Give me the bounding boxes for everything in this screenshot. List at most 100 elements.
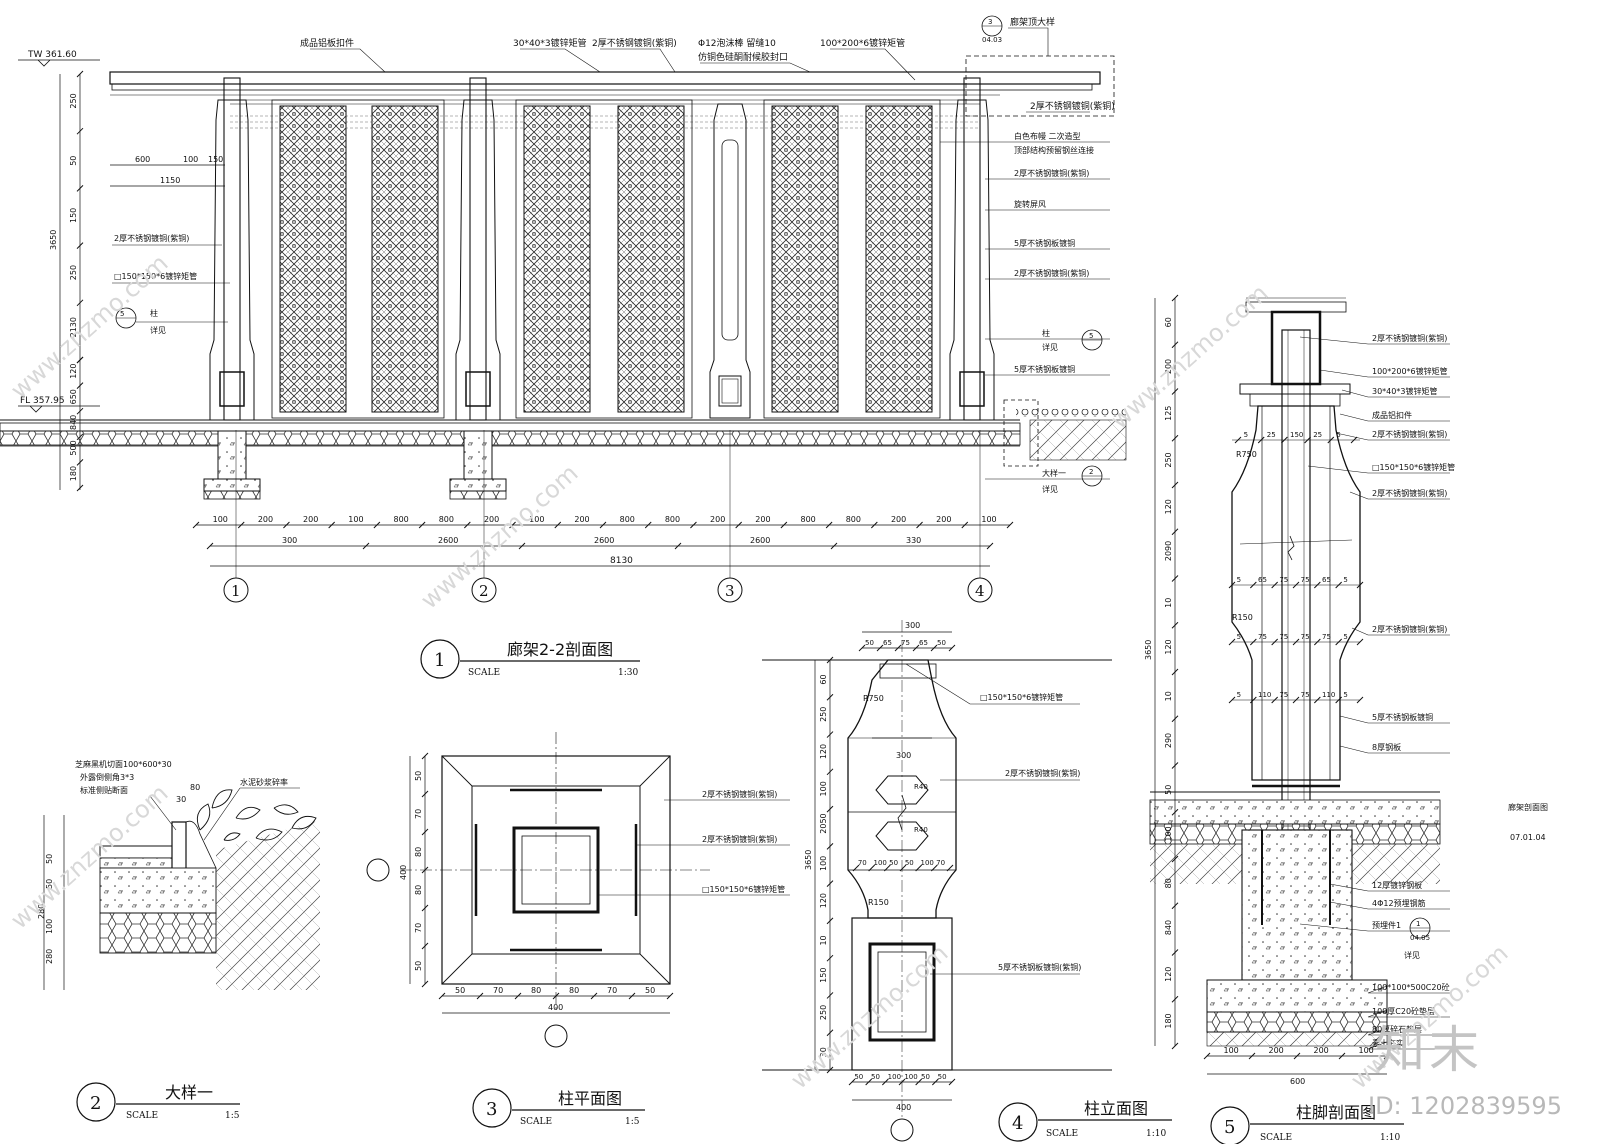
elev-radius-150: R150: [868, 898, 889, 907]
total-length: 8130: [610, 556, 633, 566]
foot-callout-10: 12厚镀锌钢板: [1372, 880, 1422, 890]
dim-top-1: 100: [183, 155, 198, 164]
foot-left-8: 10: [1164, 691, 1173, 701]
dim-bottom-b-3: 2600: [750, 536, 770, 545]
dim-top-3: 1150: [160, 176, 180, 185]
ref-right-0: 5: [1089, 332, 1093, 340]
dim-left-b-2: 840: [69, 415, 78, 430]
callout-elev-tube: □150*150*6镀锌矩管: [980, 692, 1063, 702]
elev-left-6: 120: [819, 893, 828, 908]
elev-bottom-1: 50: [871, 1073, 880, 1081]
section-2-scale: 1:5: [225, 1111, 240, 1121]
section-4-scale: 1:10: [1146, 1129, 1166, 1139]
lattice-screen-5: [771, 105, 839, 413]
plan-left-3: 80: [414, 885, 423, 895]
foot-row3-3: 75: [1301, 633, 1310, 641]
sheet-note-code: 07.01.04: [1510, 833, 1546, 842]
plan-left-total: 400: [399, 865, 408, 880]
section-3-number: 3: [486, 1099, 497, 1120]
foot-callout-13: 详见: [1404, 950, 1420, 960]
watermark-1: www.znzmo.com: [5, 249, 173, 404]
foot-left-0: 60: [1164, 317, 1173, 327]
dim-d1-280: 280: [37, 904, 46, 919]
section-1-title: 廊架2-2剖面图: [507, 640, 613, 659]
foot-left-2: 125: [1164, 406, 1173, 421]
foot-callout-7: 2厚不锈钢镀铜(紫铜): [1372, 624, 1447, 634]
elev-radius-40b: R40: [914, 826, 928, 834]
dim-bottom-a-3: 100: [348, 515, 363, 524]
footings: [203, 430, 507, 500]
foot-row1-1: 25: [1267, 431, 1276, 439]
foot-row2-1: 65: [1258, 576, 1267, 584]
foot-row4-3: 75: [1301, 691, 1310, 699]
callout-elev-copper: 2厚不锈钢镀铜(紫铜): [1005, 768, 1080, 778]
plan-bottom-1: 70: [493, 986, 503, 995]
foot-callout-16: 80厚碎石垫层: [1372, 1024, 1422, 1034]
section-2-scale-label: SCALE: [126, 1111, 158, 1121]
id-watermark: ID: 1202839595: [1368, 1092, 1562, 1120]
elev-top-2: 75: [901, 639, 910, 647]
foot-bottom-3: 100: [1359, 1046, 1374, 1055]
plan-left-2: 80: [414, 847, 423, 857]
elev-left-7: 10: [819, 935, 828, 945]
level-fl: FL 357.95: [20, 396, 65, 406]
callout-right-8: 5厚不锈钢板镀铜: [1014, 364, 1075, 374]
foot-callout-9: 8厚钢板: [1372, 742, 1401, 752]
foot-callouts: 2厚不锈钢镀铜(紫铜)100*200*6镀锌矩管30*40*3镀锌矩管成品铝扣件…: [1299, 333, 1455, 1050]
axis-3: 3: [725, 582, 735, 600]
callout-right-1: 顶部结构预留钢丝连接: [1014, 145, 1094, 155]
foot-callout-14: 100*100*500C20砼: [1372, 982, 1450, 992]
dim-bottom-b-0: 300: [282, 536, 297, 545]
elev-left-5: 100: [819, 856, 828, 871]
ref-left-num: 5: [120, 310, 124, 318]
section-2-number: 2: [90, 1093, 101, 1114]
foot-left-14: 120: [1164, 967, 1173, 982]
foot-radius-750: R750: [1236, 450, 1257, 459]
foot-bottom-0: 100: [1224, 1046, 1239, 1055]
callouts-top: 成品铝板扣件 30*40*3镀锌矩管 2厚不锈钢镀铜(紫铜) Φ12泡沫棒 留缝…: [300, 15, 1115, 113]
foot-left-12: 80: [1164, 878, 1173, 888]
middle-decorative-post: [709, 103, 751, 419]
callout-steel-copper: 2厚不锈钢镀铜(紫铜): [592, 37, 677, 49]
callout-tube-100x200: 100*200*6镀锌矩管: [820, 37, 905, 49]
dim-bottom-a-10: 800: [665, 515, 680, 524]
foot-callout-12: 预埋件1: [1372, 920, 1401, 930]
foot-bottom-1: 200: [1269, 1046, 1284, 1055]
lattice-screen-6: [865, 105, 933, 413]
callout-roof-detail: 廊架顶大样: [1010, 16, 1055, 28]
dim-bottom-a-11: 200: [710, 515, 725, 524]
callout-aluminium-clip: 成品铝板扣件: [300, 37, 354, 49]
callout-plan-copper-2: 2厚不锈钢镀铜(紫铜): [702, 834, 777, 844]
callout-right-9: 大样一: [1042, 468, 1066, 478]
elev-mid-0: 70: [858, 859, 867, 867]
foot-row1-3: 25: [1313, 431, 1322, 439]
foot-left-11: 100: [1164, 826, 1173, 841]
foot-row1-0: 5: [1244, 431, 1248, 439]
axis-2: 2: [479, 582, 489, 600]
dim-d1-top-80: 80: [190, 783, 200, 792]
section-1-scale-label: SCALE: [468, 668, 500, 678]
ref-top-sheet: 04.03: [982, 36, 1002, 44]
callout-stone-paver: 芝麻黑机切面100*600*30: [75, 759, 172, 769]
elev-left-9: 250: [819, 1005, 828, 1020]
elev-left-8: 150: [819, 968, 828, 983]
foot-left-9: 290: [1164, 733, 1173, 748]
plan-bottom-5: 50: [645, 986, 655, 995]
section-4-number: 4: [1012, 1113, 1023, 1134]
callout-right-0: 白色布幔 二次造型: [1014, 131, 1081, 141]
foot-row3-4: 75: [1322, 633, 1331, 641]
callouts-left: 2厚不锈钢镀铜(紫铜) □150*150*6镀锌矩管 5 柱 详见: [112, 233, 230, 335]
dim-left-b-3: 500: [69, 440, 78, 455]
elev-mid-2: 50: [889, 859, 898, 867]
foot-left-13: 840: [1164, 920, 1173, 935]
elev-left-total: 3650: [804, 850, 813, 870]
dim-d1-50b: 50: [45, 879, 54, 889]
section-5-column-foot-section: 6020012525012020901012010290501008084012…: [1144, 294, 1455, 1144]
callout-tube-30x40: 30*40*3镀锌矩管: [513, 37, 587, 49]
